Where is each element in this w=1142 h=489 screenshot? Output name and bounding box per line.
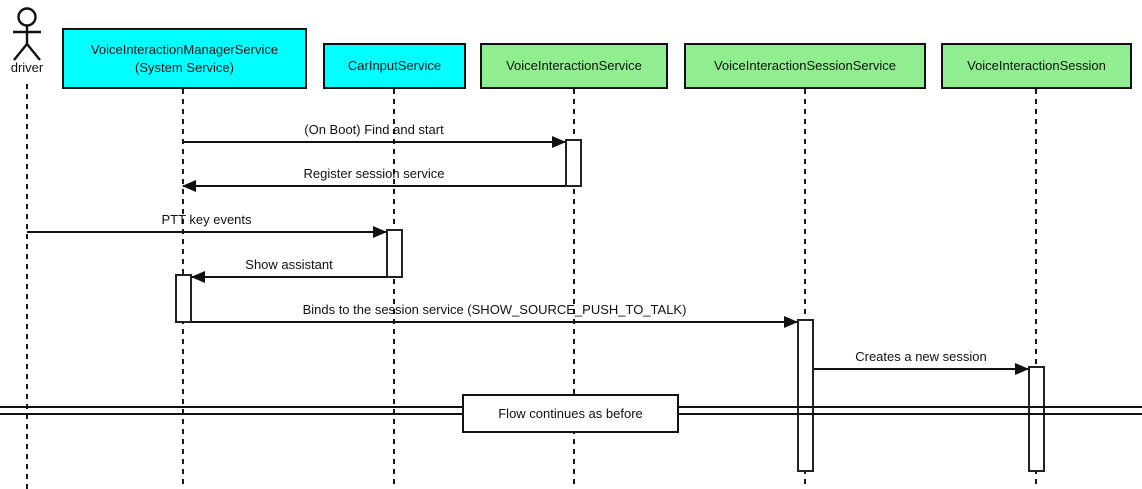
message-label: Register session service (303, 166, 445, 181)
participant-label: VoiceInteractionSessionService (713, 58, 897, 74)
divider-box: Flow continues as before (462, 394, 679, 433)
divider-label: Flow continues as before (498, 406, 643, 421)
message-show-assistant: Show assistant (191, 256, 386, 283)
activation-voiceinteractionsessionservice (797, 319, 814, 472)
activation-voiceinteractionservice (565, 139, 582, 187)
message-label: Show assistant (245, 257, 333, 272)
actor-stick-figure-icon (13, 7, 41, 61)
lifeline-voiceinteractionsession (1035, 89, 1037, 489)
activation-voiceinteractionmanagerservice (175, 274, 192, 323)
message-label: (On Boot) Find and start (304, 122, 444, 137)
arrowhead-left-icon (191, 271, 205, 283)
participant-label: VoiceInteractionService (506, 58, 642, 74)
arrowhead-right-icon (784, 316, 798, 328)
lifeline-carinputservice (393, 89, 395, 489)
activation-voiceinteractionsession (1028, 366, 1045, 472)
message-on-boot-find-and-start: (On Boot) Find and start (183, 121, 566, 148)
message-label: Creates a new session (855, 349, 987, 364)
participant-voiceinteractionmanagerservice: VoiceInteractionManagerService (System S… (62, 28, 307, 89)
participant-label: CarInputService (347, 58, 442, 74)
arrowhead-left-icon (182, 180, 196, 192)
lifeline-voiceinteractionservice (573, 89, 575, 489)
participant-label-line2: (System Service) (135, 59, 234, 75)
arrowhead-right-icon (373, 226, 387, 238)
message-register-session-service: Register session service (182, 165, 565, 192)
participant-label: VoiceInteractionSession (967, 58, 1106, 74)
arrowhead-right-icon (552, 136, 566, 148)
message-ptt-key-events: PTT key events (27, 211, 387, 238)
message-line (27, 231, 386, 233)
message-line (814, 368, 1028, 370)
participant-voiceinteractionsession: VoiceInteractionSession (941, 43, 1132, 89)
message-line (183, 185, 565, 187)
lifeline-driver (26, 84, 28, 489)
message-label: PTT key events (161, 212, 252, 227)
actor-label: driver (10, 60, 44, 75)
arrowhead-right-icon (1015, 363, 1029, 375)
participant-label-line1: VoiceInteractionManagerService (90, 41, 279, 57)
message-line (192, 276, 386, 278)
message-label: Binds to the session service (SHOW_SOURC… (302, 302, 687, 317)
message-line (183, 141, 565, 143)
participant-voiceinteractionsessionservice: VoiceInteractionSessionService (684, 43, 926, 89)
lifeline-voiceinteractionsessionservice (804, 89, 806, 489)
participant-voiceinteractionservice: VoiceInteractionService (480, 43, 668, 89)
message-line (192, 321, 797, 323)
message-binds-to-session-service: Binds to the session service (SHOW_SOURC… (192, 301, 798, 328)
participant-carinputservice: CarInputService (323, 43, 466, 89)
message-creates-a-new-session: Creates a new session (814, 348, 1029, 375)
activation-carinputservice (386, 229, 403, 278)
